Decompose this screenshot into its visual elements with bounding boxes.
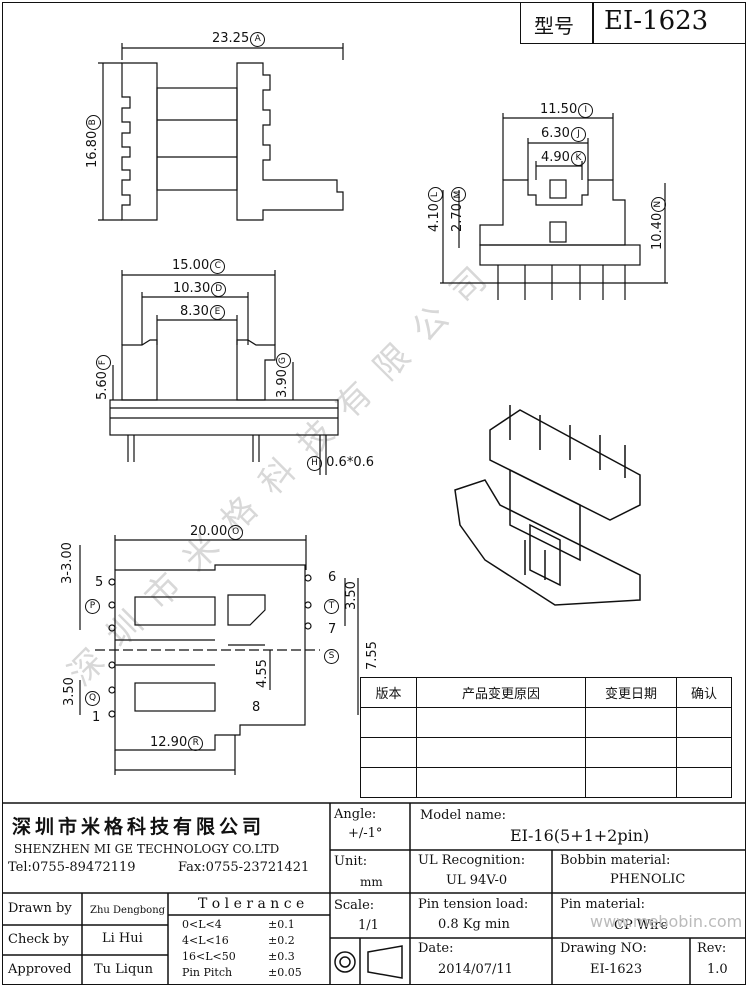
table-row xyxy=(360,737,732,768)
table-row xyxy=(360,767,732,798)
approved-value: Tu Liqun xyxy=(94,962,154,977)
tolerance-range-3: 16<L<50 xyxy=(182,950,236,963)
bobbin-value: PHENOLIC xyxy=(610,872,686,887)
model-header-box xyxy=(520,2,746,44)
rev-header-confirm: 确认 xyxy=(676,677,732,708)
dim-T-tag: T xyxy=(323,598,339,614)
dim-P-tag: P xyxy=(84,598,100,614)
ul-value: UL 94V-0 xyxy=(446,873,508,888)
tolerance-title: T o l e r a n c e xyxy=(198,896,305,912)
tolerance-range-4: Pin Pitch xyxy=(182,966,233,979)
drawing-no-value: EI-1623 xyxy=(590,962,643,977)
unit-value: mm xyxy=(360,875,383,889)
dim-S-tag: S xyxy=(323,648,339,664)
tolerance-value-4: ±0.05 xyxy=(268,966,302,979)
scale-value: 1/1 xyxy=(358,918,379,933)
pin-label-6: 6 xyxy=(328,570,337,585)
dim-F: 5.60F xyxy=(95,355,111,400)
dim-M: 2.70M xyxy=(450,187,466,232)
revision-table: 版本 产品变更原因 变更日期 确认 xyxy=(360,677,732,798)
ul-label: UL Recognition: xyxy=(418,853,526,868)
rev-header-reason: 产品变更原因 xyxy=(416,677,586,708)
company-name-cn: 深圳市米格科技有限公司 xyxy=(12,816,266,838)
dim-U: 4.55 xyxy=(255,659,270,688)
drawn-by-label: Drawn by xyxy=(8,901,72,916)
date-label: Date: xyxy=(418,941,454,956)
company-name-en: SHENZHEN MI GE TECHNOLOGY CO.LTD xyxy=(14,842,280,856)
drawn-by-value: Zhu Dengbong xyxy=(90,905,166,916)
dim-T: 3.50 xyxy=(344,581,359,610)
dim-S: 7.55 xyxy=(365,641,380,670)
dim-L: 4.10L xyxy=(427,187,443,232)
pin-material-value: CP Wire xyxy=(614,918,669,933)
dim-Q-tag: Q xyxy=(84,690,100,706)
dim-G: 3.90G xyxy=(275,353,291,398)
watermark-url: www.mebobin.com xyxy=(590,912,743,931)
tolerance-range-2: 4<L<16 xyxy=(182,934,229,947)
pin-tension-value: 0.8 Kg min xyxy=(438,917,510,932)
tolerance-value-2: ±0.2 xyxy=(268,934,295,947)
tolerance-range-1: 0<L<4 xyxy=(182,918,222,931)
bobbin-label: Bobbin material: xyxy=(560,853,671,868)
rev-value: 1.0 xyxy=(707,962,728,977)
bottom-view xyxy=(79,535,359,775)
drawing-no-label: Drawing NO: xyxy=(560,941,647,956)
model-header-value: EI-1623 xyxy=(604,6,709,36)
check-by-value: Li Hui xyxy=(102,931,143,946)
pin-label-7: 7 xyxy=(328,622,337,637)
model-name-value: EI-16(5+1+2pin) xyxy=(510,826,650,845)
company-fax: Fax:0755-23721421 xyxy=(178,860,310,875)
model-name-label: Model name: xyxy=(420,808,506,823)
title-block-lines xyxy=(2,802,746,985)
isometric-view xyxy=(454,405,641,606)
company-tel: Tel:0755-89472119 xyxy=(8,860,136,875)
check-by-label: Check by xyxy=(8,932,69,947)
top-view xyxy=(98,43,344,221)
rev-header-version: 版本 xyxy=(360,677,417,708)
front-view xyxy=(109,270,339,475)
scale-label: Scale: xyxy=(334,898,375,913)
dim-P: 3-3.00 xyxy=(60,542,75,584)
pin-label-5: 5 xyxy=(95,575,104,590)
dim-H: H 0.6*0.6 xyxy=(306,455,374,471)
model-header-divider xyxy=(592,2,594,44)
dim-N: 10.40N xyxy=(650,196,666,250)
pin-tension-label: Pin tension load: xyxy=(418,897,529,912)
model-header-label: 型号 xyxy=(534,14,574,38)
unit-label: Unit: xyxy=(334,854,368,869)
approved-label: Approved xyxy=(8,962,72,977)
angle-label: Angle: xyxy=(334,807,377,822)
tolerance-value-3: ±0.3 xyxy=(268,950,295,963)
rev-header-date: 变更日期 xyxy=(585,677,677,708)
pin-material-label: Pin material: xyxy=(560,897,646,912)
date-value: 2014/07/11 xyxy=(438,962,513,977)
tolerance-value-1: ±0.1 xyxy=(268,918,295,931)
angle-value: +/-1° xyxy=(348,826,383,841)
dim-B: 16.80B xyxy=(85,114,101,168)
dim-Q: 3.50 xyxy=(62,677,77,706)
pin-label-1: 1 xyxy=(92,710,101,725)
side-view xyxy=(440,113,668,300)
pin-label-8: 8 xyxy=(252,700,261,715)
rev-label: Rev: xyxy=(697,941,727,956)
table-row xyxy=(360,707,732,738)
